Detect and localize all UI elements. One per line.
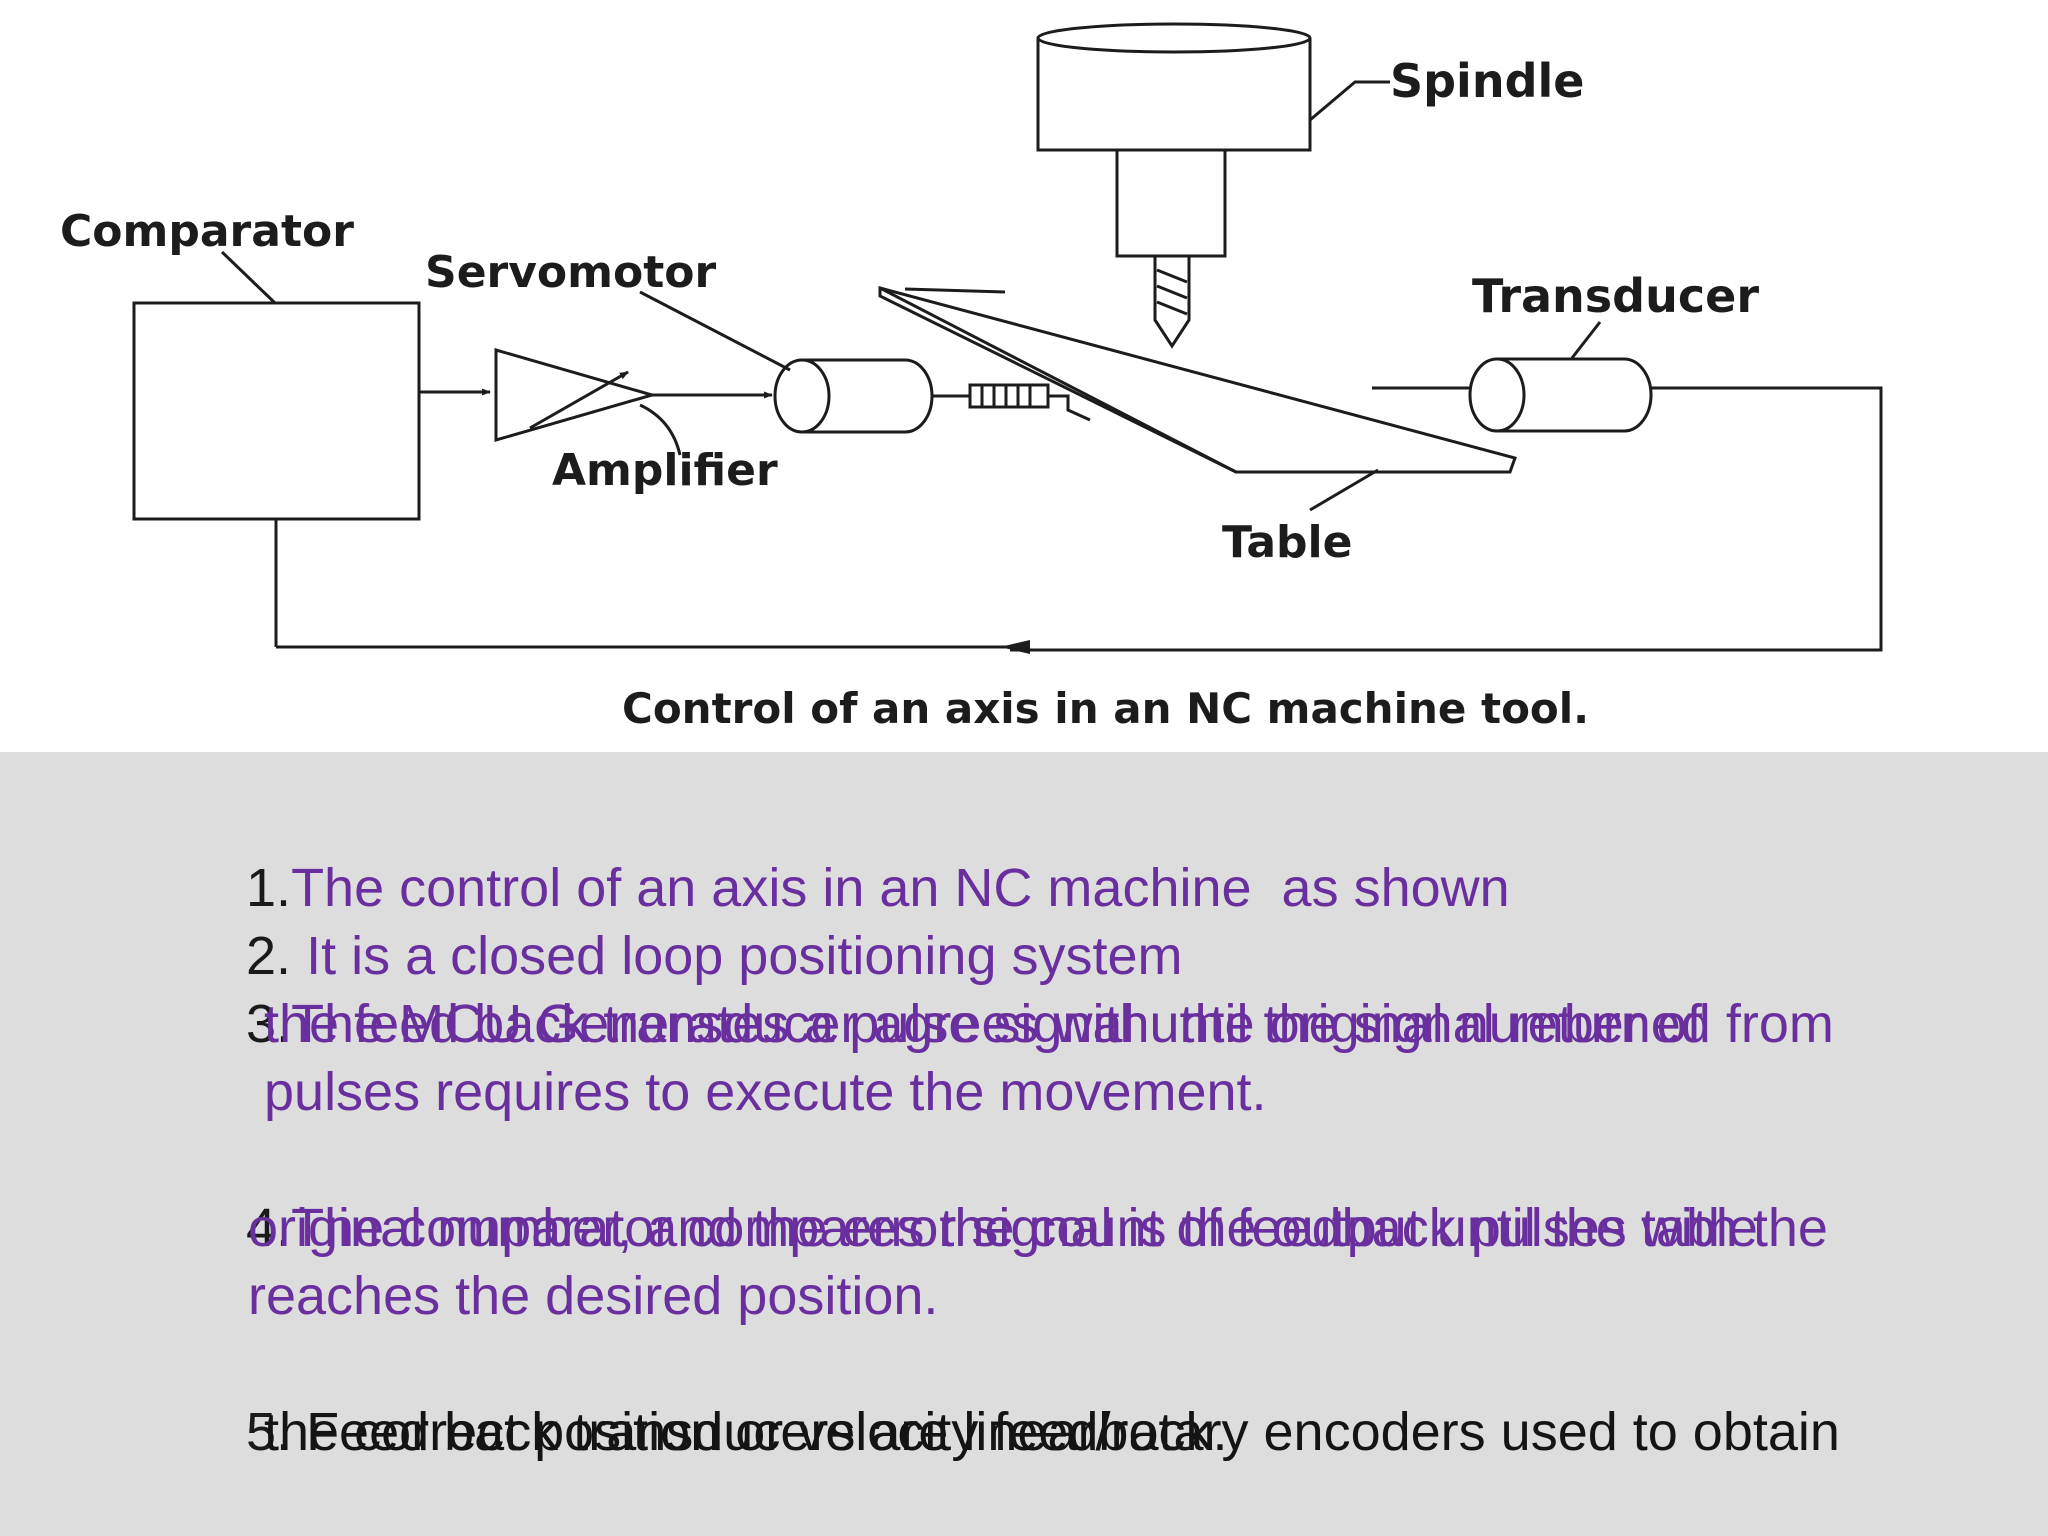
explanation-panel: 1.The control of an axis in an NC machin… (0, 752, 2048, 1536)
point-5: 5. Feed back transducers are linear/rota… (186, 1330, 1840, 1534)
spindle-shaft (1115, 148, 1227, 258)
point-text: It is a closed loop positioning system (291, 926, 1183, 986)
point-number: 1. (246, 858, 292, 918)
feedback-loop-line (1010, 386, 1883, 652)
point-number: 2. (246, 926, 292, 986)
spindle-label: Spindle (1390, 54, 1584, 108)
point-number: 4. (246, 1198, 292, 1258)
nc-axis-control-diagram: Comparator Servomotor Amplifier Spindle … (0, 0, 2048, 752)
point-text: The control of an axis in an NC machine … (291, 858, 1510, 918)
amplifier-triangle (494, 348, 658, 442)
amplifier-label: Amplifier (552, 445, 778, 496)
spindle-head (1036, 38, 1312, 152)
point-4-line-3: reaches the desired position. (248, 1266, 939, 1326)
point-5-line-2: the correct position or velocity feedbac… (264, 1402, 1228, 1462)
point-3-line-3: pulses requires to execute the movement. (264, 1062, 1267, 1122)
point-text: The comparator compares the count of fee… (291, 1198, 1828, 1258)
diagram-caption: Control of an axis in an NC machine tool… (622, 684, 1589, 733)
point-3: 3.The MCU Generates a pulse signal until… (186, 922, 1834, 1126)
transducer-label: Transducer (1472, 269, 1759, 323)
point-number: 5. (246, 1402, 292, 1462)
point-4: 4.The comparator compares the count of f… (186, 1126, 1828, 1330)
table-label: Table (1222, 517, 1352, 568)
point-3-line-2: the feed back transducer agrees with the… (264, 994, 1702, 1054)
transducer-cylinder (1497, 357, 1653, 433)
drill-bit (1153, 254, 1191, 349)
comparator-block (132, 301, 421, 521)
point-number: 3. (246, 994, 292, 1054)
servomotor-label: Servomotor (425, 247, 716, 298)
point-1: 1.The control of an axis in an NC machin… (186, 786, 1510, 990)
point-4-line-2: original number, and the error signal is… (248, 1198, 1758, 1258)
table-slab (878, 286, 1517, 474)
comparator-label: Comparator (60, 206, 354, 257)
point-text: The MCU Generates a pulse signal until t… (291, 994, 1834, 1054)
servomotor-cylinder (802, 358, 934, 434)
point-2: 2. It is a closed loop positioning syste… (186, 854, 1183, 1058)
point-text: Feed back transducers are linear/rotary … (291, 1402, 1840, 1462)
